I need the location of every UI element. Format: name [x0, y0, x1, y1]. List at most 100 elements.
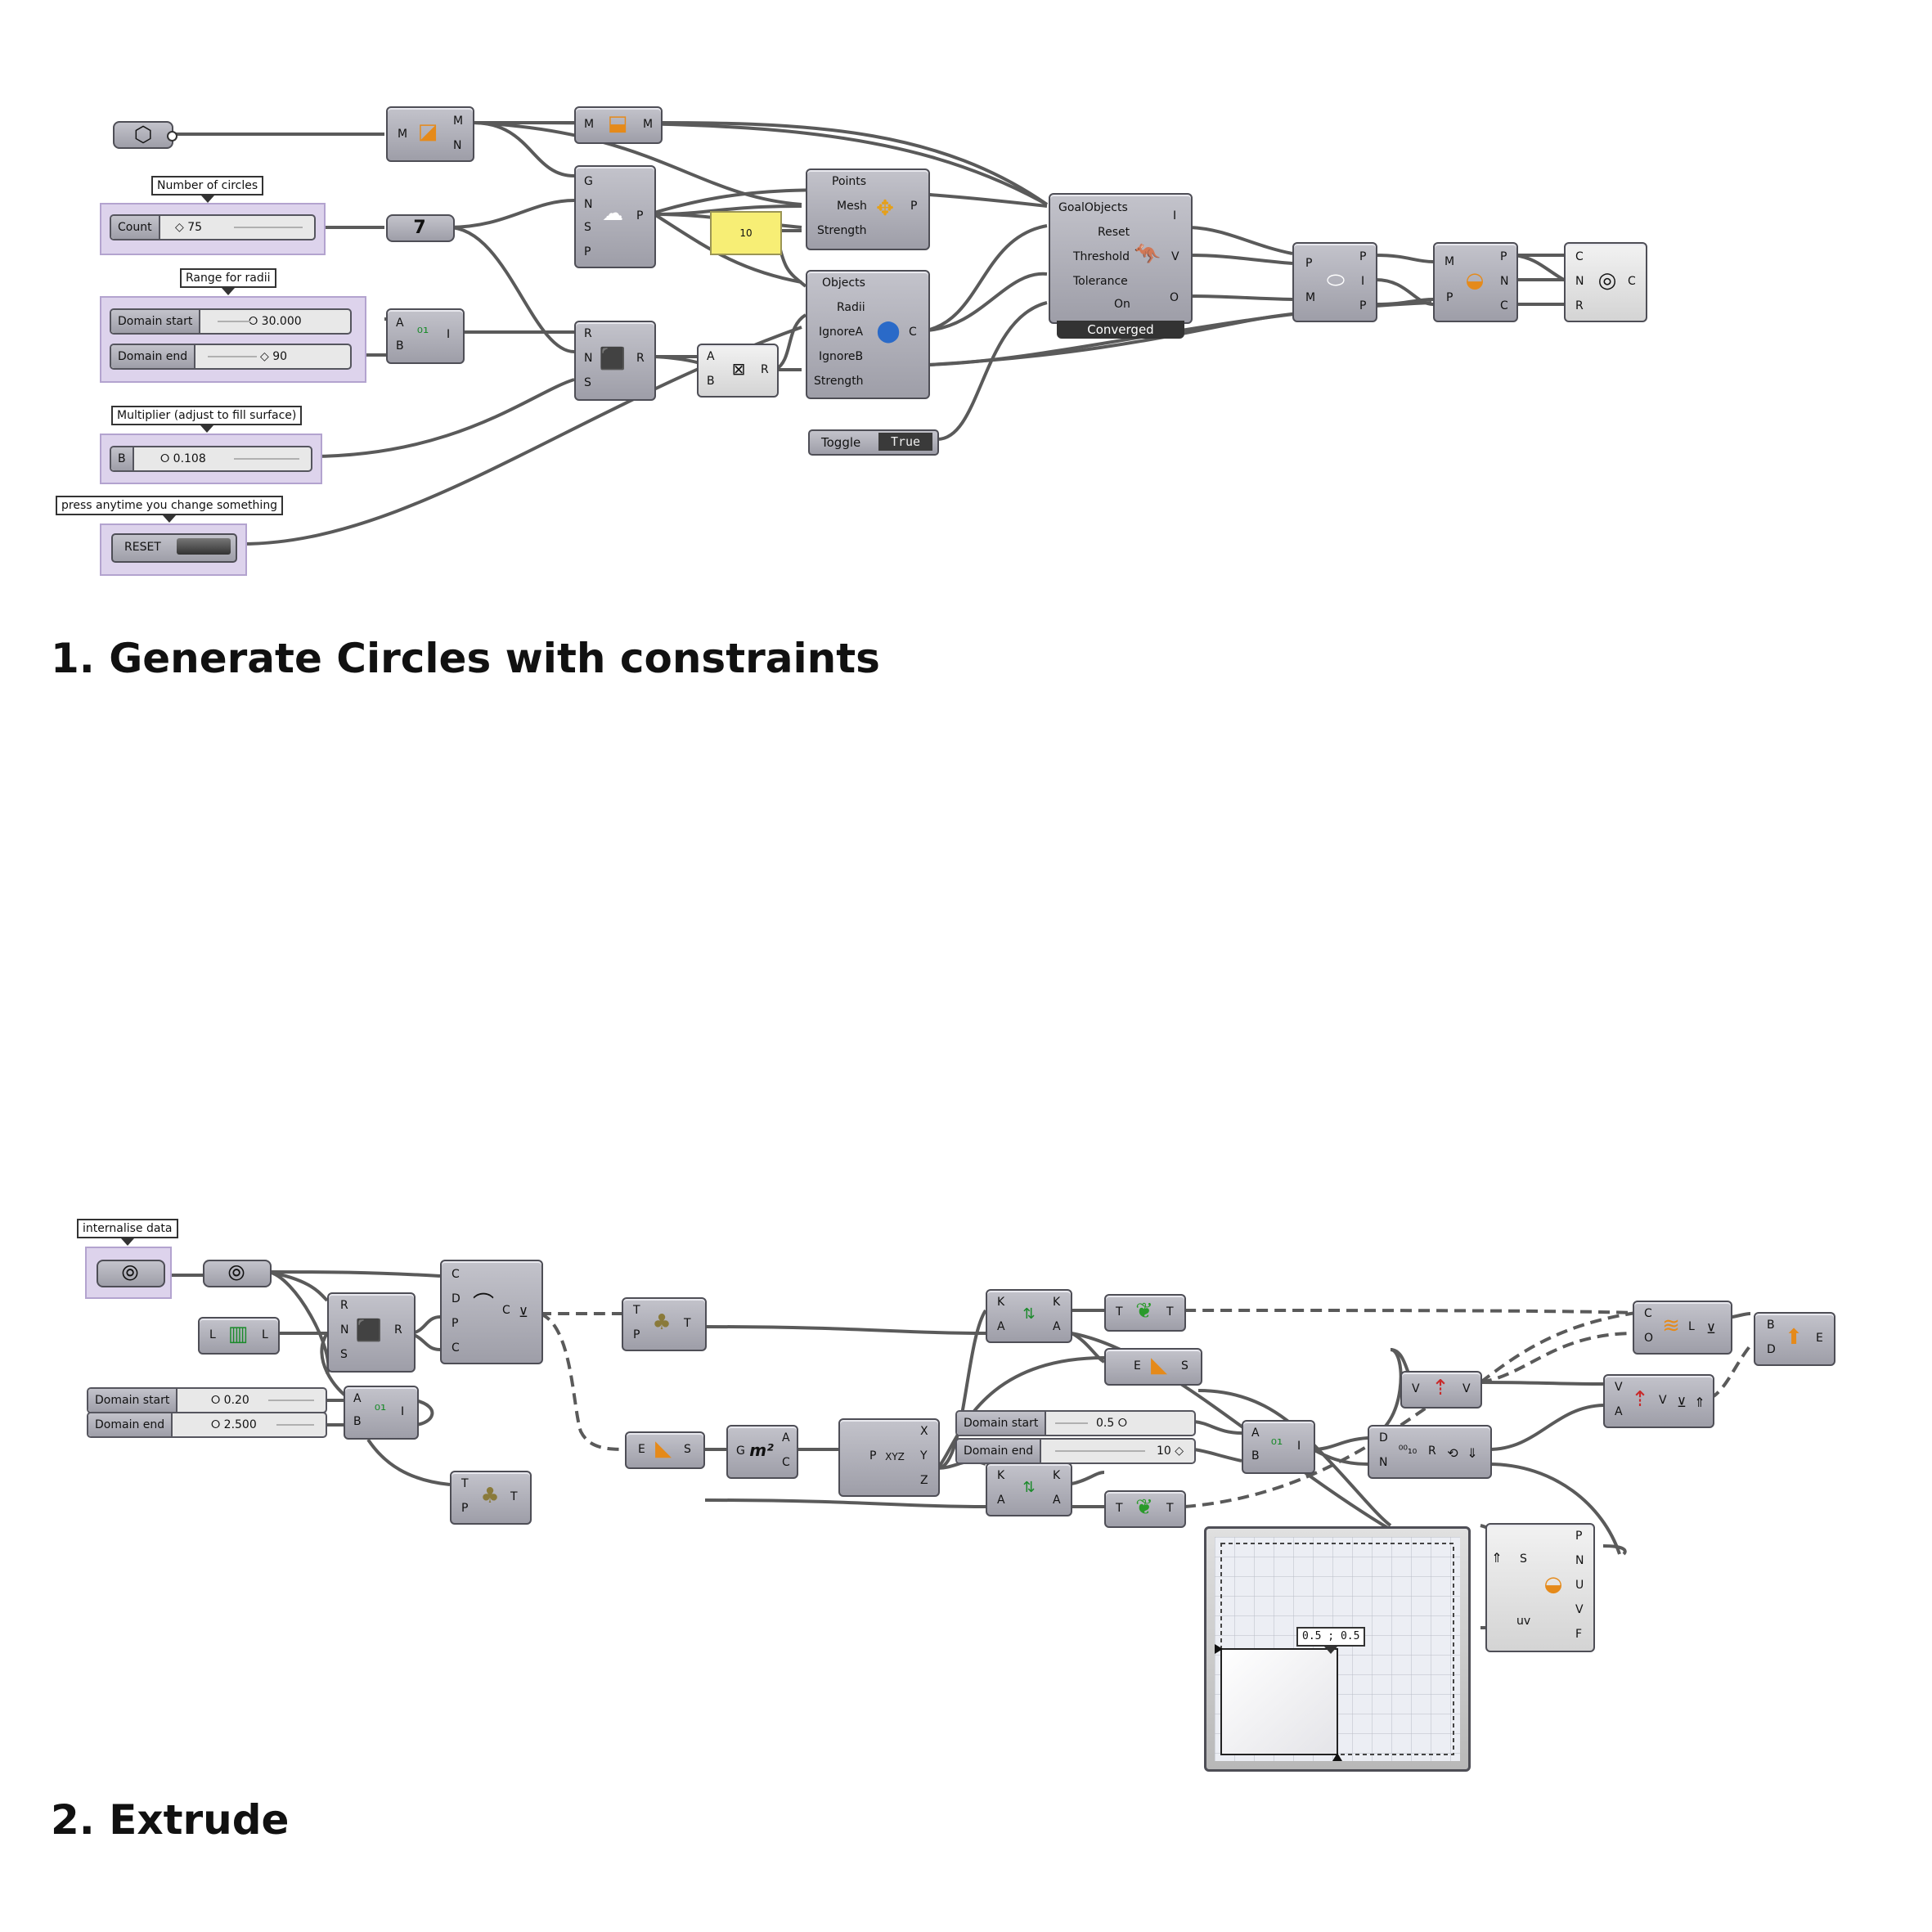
port-in-b: B	[396, 339, 404, 353]
port-in-objects: Objects	[822, 276, 865, 290]
port-out-n: N	[1500, 275, 1509, 288]
port-in-c2: C	[452, 1341, 460, 1355]
vector-z-icon: ⇡	[1431, 1376, 1449, 1400]
filter-icon: ⊻	[519, 1305, 528, 1320]
domain-end-slider-a[interactable]: Domain end ⭘ 2.500	[87, 1412, 327, 1438]
graph-mapper[interactable]: 0.5 ; 0.5	[1204, 1526, 1471, 1772]
note-number-of-circles: Number of circles	[151, 176, 264, 203]
port-in-m: M	[1305, 291, 1316, 304]
populate-geometry-component[interactable]: G N S P ☁ P	[574, 165, 656, 268]
curve-param-node-internal[interactable]: ⦾	[97, 1260, 165, 1287]
port-in-d: D	[1767, 1343, 1776, 1356]
radius-domain-start-slider[interactable]: Domain start ⭘ 30.000	[110, 308, 352, 335]
goal-on-mesh-component[interactable]: Points Mesh Strength ✥ P	[806, 168, 930, 250]
multiplier-slider[interactable]: B ⭘ 0.108	[110, 446, 312, 472]
random-component[interactable]: R N S ⬛ R	[574, 321, 656, 401]
unit-z-component[interactable]: V ⇡ V	[1400, 1371, 1482, 1409]
port-out-r: R	[394, 1323, 402, 1337]
kangaroo-solver-component[interactable]: GoalObjects Reset Threshold Tolerance On…	[1049, 193, 1193, 324]
integer-param-node[interactable]: 7	[386, 214, 455, 242]
curve-param-node[interactable]: ⦾	[203, 1260, 272, 1287]
port-out-r: R	[636, 352, 645, 365]
port-in-a: A	[997, 1320, 1005, 1333]
list-length-component[interactable]: L ▥ L	[198, 1317, 280, 1355]
port-in-reset: Reset	[1098, 226, 1130, 239]
random-component-2[interactable]: R N S ⬛ R	[327, 1292, 416, 1373]
kangaroo-mesh-icon: ✥	[876, 196, 894, 221]
slider-label: Domain end	[111, 345, 196, 368]
port-out-a: A	[782, 1431, 790, 1445]
mesh-closest-point-component[interactable]: M P ◒ P N C	[1433, 242, 1518, 322]
mesh-param-node[interactable]: ⬡	[113, 121, 177, 149]
sprout-icon: ❦	[1135, 1495, 1153, 1520]
pull-point-component[interactable]: P M ⬭ P I P	[1292, 242, 1377, 322]
count-slider[interactable]: Count ◇ 75	[110, 214, 316, 240]
multiply-icon: ⊠	[731, 359, 746, 379]
flatten-component-top[interactable]: T ❦ T	[1104, 1294, 1186, 1332]
note-press-anytime: press anytime you change something	[56, 496, 284, 523]
target-circle-icon: ◎	[1597, 268, 1617, 293]
tree-branch-component-bottom[interactable]: T P ♣ T	[450, 1471, 532, 1525]
port-in-b: B	[707, 375, 715, 388]
extrude-surface-component[interactable]: E ◣ S	[1104, 1348, 1202, 1386]
arc-component[interactable]: C D P C ⌒ C ⊻	[440, 1260, 543, 1364]
mesh-point-icon: ◒	[1465, 268, 1485, 293]
brep-to-mesh-component[interactable]: M ◪ M N	[386, 106, 474, 162]
port-in-p: P	[633, 1328, 640, 1341]
port-out-y: Y	[920, 1449, 928, 1462]
value-panel[interactable]: 10	[710, 211, 782, 255]
surface-icon: ◣	[655, 1436, 672, 1461]
remap-numbers-component[interactable]: D N ⁰⁰₁₀ R ⟲ ⇓	[1368, 1425, 1492, 1479]
port-in-e: E	[1134, 1359, 1141, 1373]
note-range-for-radii: Range for radii	[180, 268, 276, 295]
deconstruct-point-component[interactable]: P XYZ X Y Z	[838, 1418, 940, 1497]
area-component[interactable]: G m² A C	[726, 1425, 798, 1479]
mesh-brep-icon: ◪	[417, 119, 438, 144]
flatten-component-bottom[interactable]: T ❦ T	[1104, 1490, 1186, 1528]
construct-domain-component-3[interactable]: A B ⁰¹ I	[1242, 1420, 1315, 1474]
expand-up-icon: ⇑	[1694, 1395, 1705, 1410]
domain-start-slider-a[interactable]: Domain start ⭘ 0.20	[87, 1387, 327, 1413]
port-in-radii: Radii	[837, 301, 865, 314]
curve-param-icon: ⦾	[227, 1261, 245, 1286]
sort-list-component-bottom[interactable]: K A ⇅ K A	[986, 1462, 1072, 1516]
graph-mapper-value-tag: 0.5 ; 0.5	[1296, 1627, 1366, 1654]
tree-branch-component-top[interactable]: T P ♣ T	[622, 1297, 707, 1351]
port-in-l: L	[209, 1328, 216, 1341]
mesh-clean-component[interactable]: M ⬓ M	[574, 106, 663, 144]
slider-value: 10 ◇	[1157, 1445, 1184, 1458]
reset-button-face[interactable]	[177, 538, 231, 555]
slider-value: ⭘ 2.500	[211, 1418, 257, 1431]
construct-domain-component[interactable]: A B ⁰¹ I	[386, 308, 465, 364]
domain-start-slider-b[interactable]: Domain start 0.5 ⭘	[955, 1410, 1196, 1436]
sphere-collide-component[interactable]: Objects Radii IgnoreA IgnoreB Strength ⬤…	[806, 270, 930, 399]
port-in-t: T	[1116, 1305, 1123, 1319]
boundary-surface-component[interactable]: E ◣ S	[625, 1431, 705, 1469]
domain-end-slider-b[interactable]: Domain end 10 ◇	[955, 1438, 1196, 1464]
boolean-toggle[interactable]: Toggle True	[808, 429, 939, 456]
construct-domain-component-2[interactable]: A B ⁰¹ I	[344, 1386, 419, 1440]
multiplication-component[interactable]: A B ⊠ R	[697, 344, 779, 398]
evaluate-surface-component[interactable]: S uv ⇑ ◒ P N U V F	[1485, 1523, 1595, 1652]
section2-heading: 2. Extrude	[51, 1796, 290, 1844]
loft-component[interactable]: C O ≋ L ⊻	[1633, 1301, 1732, 1355]
toggle-value[interactable]: True	[878, 433, 932, 451]
reset-button[interactable]: RESET	[111, 533, 237, 563]
port-in-m: M	[398, 128, 408, 141]
sort-list-component-top[interactable]: K A ⇅ K A	[986, 1289, 1072, 1343]
amplitude-component[interactable]: V A ⇡ V ⊻ ⇑	[1603, 1374, 1714, 1428]
slider-label: Count	[111, 216, 160, 239]
port-out-l: L	[262, 1328, 268, 1341]
port-in-c: C	[1644, 1307, 1652, 1320]
port-in-m: M	[1445, 255, 1455, 268]
pull-point-icon: ⬭	[1326, 268, 1346, 293]
port-out-c: C	[909, 326, 917, 339]
radius-domain-end-slider[interactable]: Domain end ◇ 90	[110, 344, 352, 370]
extrude-icon: ⬆	[1785, 1325, 1803, 1350]
port-out-c: C	[782, 1456, 790, 1469]
dice-box-icon: ⬛	[599, 347, 627, 371]
area-m2-icon: m²	[749, 1440, 774, 1460]
slider-label: B	[111, 447, 134, 470]
circle-cnr-component[interactable]: C N R ◎ C	[1564, 242, 1647, 322]
extrude-component[interactable]: B D ⬆ E	[1754, 1312, 1835, 1366]
